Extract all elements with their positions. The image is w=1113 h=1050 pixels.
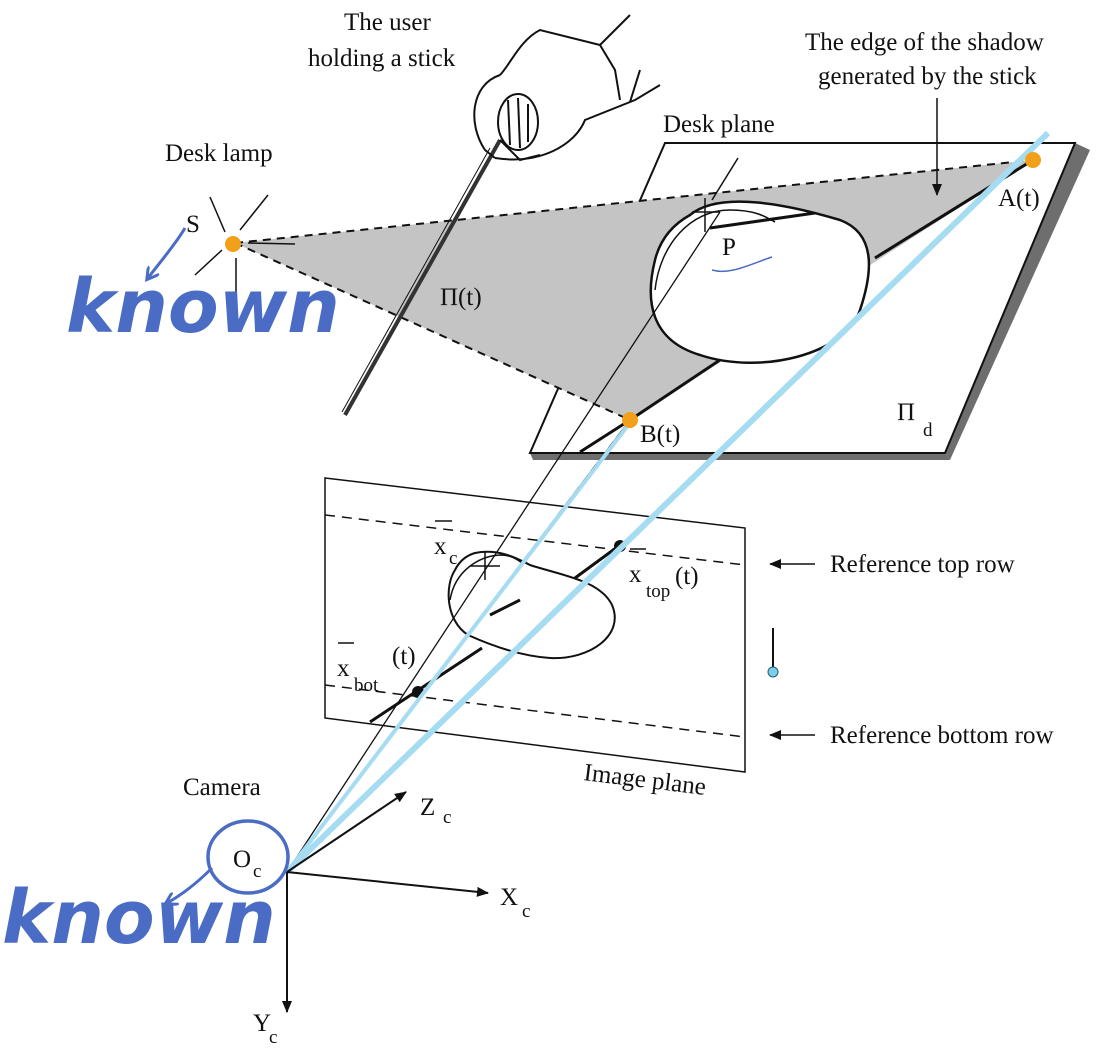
known-lamp-text: known xyxy=(66,264,340,350)
point-b-label: B(t) xyxy=(640,421,680,448)
reference-bottom-row-line xyxy=(324,684,746,738)
known-camera-annotation: known xyxy=(2,819,290,961)
svg-text:x: x xyxy=(434,533,447,560)
reference-bottom-row-label: Reference bottom row xyxy=(830,722,1054,749)
point-xtop-label: x top (t) xyxy=(629,548,699,602)
svg-text:Π: Π xyxy=(897,399,915,426)
svg-text:top: top xyxy=(646,581,670,602)
svg-text:x: x xyxy=(337,655,350,682)
yc-axis-label: Y c xyxy=(253,1010,277,1048)
xc-axis-label: X c xyxy=(500,884,530,922)
xc-axis xyxy=(286,871,489,897)
user-label-line2: holding a stick xyxy=(308,45,456,72)
known-lamp-annotation: known xyxy=(66,227,340,350)
callout-arrows xyxy=(769,98,942,740)
shadow-edge-line xyxy=(709,211,816,230)
camera-origin-label: O c xyxy=(233,846,261,882)
image-object-outline xyxy=(447,550,616,660)
point-xbot-label: x bot (t) xyxy=(337,642,416,696)
shadow-label-line1: The edge of the shadow xyxy=(805,29,1044,56)
svg-text:c: c xyxy=(522,901,530,922)
stick xyxy=(343,139,502,416)
desk-lamp xyxy=(194,194,296,292)
highlight-ray-to-b xyxy=(285,418,634,874)
image-plane xyxy=(324,477,746,773)
desk-plane-symbol: Π d xyxy=(897,399,933,441)
point-b-dot xyxy=(622,412,638,428)
shadow-plane-top-edge xyxy=(234,159,1034,244)
svg-text:(t): (t) xyxy=(675,563,699,590)
point-a-dot xyxy=(1025,152,1041,168)
desk-plane-label: Desk plane xyxy=(663,111,775,138)
svg-text:d: d xyxy=(923,420,933,441)
desk-plane-thickness xyxy=(945,143,1090,460)
reference-top-row-label: Reference top row xyxy=(830,551,1015,578)
image-shadow-edge-line xyxy=(489,598,521,617)
point-xc-label: x c xyxy=(434,520,457,569)
user-label-line1: The user xyxy=(344,9,431,36)
camera-axes xyxy=(282,791,489,1013)
svg-text:X: X xyxy=(500,884,518,911)
svg-text:(t): (t) xyxy=(392,643,416,670)
camera-label: Camera xyxy=(183,774,261,801)
point-xc-marker xyxy=(470,552,500,580)
zc-axis xyxy=(286,791,407,873)
svg-text:bot: bot xyxy=(354,675,379,696)
known-camera-text: known xyxy=(2,875,276,961)
desk-lamp-label: Desk lamp xyxy=(165,140,273,167)
svg-text:c: c xyxy=(253,861,261,882)
lamp-point-label: S xyxy=(186,211,200,238)
desk-plane-front-edge xyxy=(530,453,950,460)
shadow-edge-line xyxy=(579,418,631,454)
thermometer-icon xyxy=(767,628,779,678)
svg-text:Z: Z xyxy=(420,794,435,821)
desk-object-outline xyxy=(649,200,871,365)
point-a-label: A(t) xyxy=(998,185,1040,212)
svg-text:c: c xyxy=(269,1027,277,1048)
svg-text:c: c xyxy=(449,548,457,569)
zc-axis-label: Z c xyxy=(420,794,451,828)
point-p-marker xyxy=(692,157,739,232)
svg-text:Y: Y xyxy=(253,1010,271,1037)
shadow-plane-label: Π(t) xyxy=(440,284,482,311)
camera-circle-annotation xyxy=(206,819,290,895)
desk-object-inner-contour xyxy=(654,209,776,291)
reference-top-row-line xyxy=(324,514,746,566)
image-shadow-edge-line xyxy=(574,543,621,580)
image-shadow-edge-line xyxy=(369,646,483,724)
svg-text:x: x xyxy=(629,561,642,588)
shadow-label-line2: generated by the stick xyxy=(818,63,1037,90)
shadow-plane-bottom-edge xyxy=(234,242,631,421)
svg-text:c: c xyxy=(443,807,451,828)
point-s-dot xyxy=(225,236,241,252)
point-p-label: P xyxy=(722,234,736,261)
svg-text:O: O xyxy=(233,846,251,873)
user-hand-with-stick xyxy=(341,14,661,416)
shadow-edge-line xyxy=(629,358,721,422)
highlight-ray-to-a xyxy=(284,130,1051,875)
blue-squiggle-mark xyxy=(711,256,773,273)
